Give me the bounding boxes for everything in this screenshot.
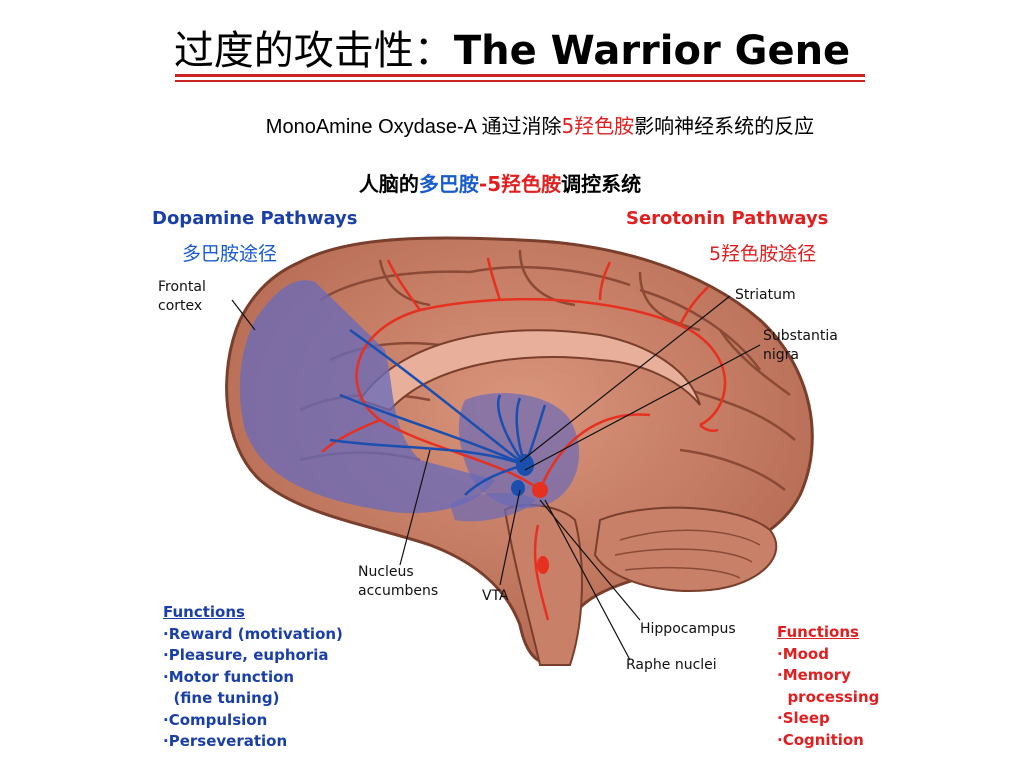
label-substantia-nigra: Substantia nigra [763,327,838,365]
heading-serotonin: 5羟色胺 [487,172,562,196]
subtitle-cn-pre: 通过消除 [481,114,562,138]
serotonin-pathways-cn: 5羟色胺途径 [709,243,817,265]
dopamine-striatum-region [450,493,535,522]
serotonin-function-item: ·Mood [777,644,829,663]
dopamine-function-item: ·Pleasure, euphoria [163,646,329,664]
dopamine-function-item: ·Compulsion [163,710,268,729]
serotonin-function-item: processing [777,687,880,706]
substantia-dot [511,480,525,496]
label-hippocampus: Hippocampus [640,621,736,637]
dopamine-pathway [329,328,547,496]
label-frontal-line1: Frontal [158,279,206,295]
serotonin-stem-dot [537,556,549,574]
label-substantia-line1: Substantia [763,328,838,344]
dopamine-function-item: ·Perseveration [163,732,288,750]
dopamine-pathways-heading: Dopamine Pathways [152,208,358,229]
heading-post: 调控系统 [561,172,642,196]
dopamine-functions-heading: Functions [163,603,245,621]
label-nucleus-line1: Nucleus [358,564,414,580]
diagram-heading: 人脑的多巴胺-5羟色胺调控系统 [0,168,1000,197]
vta-dot [516,454,534,476]
subtitle-english: MonoAmine Oxydase-A [265,116,482,138]
serotonin-function-item: ·Sleep [777,709,830,727]
label-frontal-cortex: Frontal cortex [158,278,206,316]
label-substantia-line2: nigra [763,347,799,363]
serotonin-pathway [321,257,727,621]
subtitle-cn-post: 影响神经系统的反应 [634,114,815,138]
label-nucleus-line2: accumbens [358,583,439,599]
label-frontal-line2: cortex [158,298,203,314]
title-underline-top [175,74,865,77]
label-raphe-nuclei: Raphe nuclei [626,657,717,673]
serotonin-function-item: ·Cognition [777,730,864,749]
subtitle-highlight: 5羟色胺 [561,114,635,138]
heading-dopamine: 多巴胺 [418,172,479,196]
raphe-nuclei-dot [532,482,548,498]
dopamine-pathways-cn: 多巴胺途径 [182,243,278,265]
dopamine-function-item: (fine tuning) [163,689,280,707]
label-striatum: Striatum [735,287,796,303]
title-chinese: 过度的攻击性： [173,28,454,74]
slide-title: 过度的攻击性：The Warrior Gene [0,18,1024,76]
serotonin-pathways-heading: Serotonin Pathways [626,208,829,229]
title-english: The Warrior Gene [453,28,851,74]
heading-dash: - [478,172,488,196]
dopamine-function-item: ·Reward (motivation) [163,624,343,643]
serotonin-function-item: ·Memory [777,666,851,684]
brainstem [503,503,583,666]
dopamine-functions: Functions ·Reward (motivation) ·Pleasure… [163,602,343,753]
serotonin-functions-heading: Functions [777,623,859,641]
serotonin-functions: Functions ·Mood ·Memory processing ·Slee… [777,622,879,751]
label-vta: VTA [482,588,509,604]
subtitle: MonoAmine Oxydase-A 通过消除5羟色胺影响神经系统的反应 [0,110,1024,139]
dopamine-function-item: ·Motor function [163,667,295,686]
heading-pre: 人脑的 [358,172,419,196]
dopamine-frontal-region [239,280,495,514]
label-leaders [231,295,761,661]
label-nucleus-accumbens: Nucleus accumbens [358,563,438,601]
title-underline-bottom [175,80,865,82]
corpus-callosum [358,329,701,412]
